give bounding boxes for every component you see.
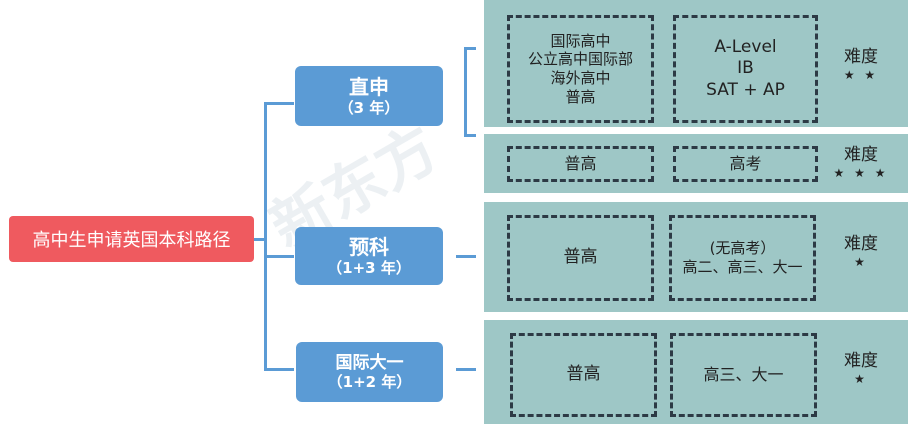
exam-line: 高二、高三、大一	[682, 258, 803, 276]
exam-box: 高三、大一	[670, 333, 817, 417]
exam-line: A-Level	[714, 37, 777, 58]
difficulty-stars: ★ ★ ★	[833, 166, 889, 181]
exam-box: 高考	[673, 146, 818, 182]
bracket-direct-top	[464, 47, 476, 50]
route-foundation-years: （1+3 年）	[327, 259, 411, 277]
school-box: 普高	[507, 146, 654, 182]
connector-root	[254, 238, 266, 241]
bracket-direct-bottom	[464, 134, 476, 137]
exam-line: SAT + AP	[706, 79, 785, 100]
bracket-direct-vertical	[464, 47, 467, 137]
route-intl-title: 国际大一	[335, 352, 404, 373]
difficulty-label: 难度	[844, 234, 878, 254]
school-line: 国际高中	[550, 31, 611, 50]
exam-box: (无高考） 高二、高三、大一	[669, 215, 816, 301]
bracket-top-tick	[264, 102, 294, 105]
difficulty-label: 难度	[844, 145, 878, 165]
route-direct-title: 直申	[349, 75, 389, 99]
difficulty: 难度 ★	[832, 233, 890, 271]
bracket-mid-tick	[264, 255, 294, 258]
route-foundation-title: 预科	[349, 235, 389, 259]
route-foundation: 预科 （1+3 年）	[295, 227, 443, 285]
exam-line: 高考	[729, 154, 762, 173]
school-box: 国际高中 公立高中国际部 海外高中 普高	[507, 15, 654, 123]
school-line: 普高	[565, 87, 596, 106]
difficulty-stars: ★	[854, 255, 868, 270]
root-node: 高中生申请英国本科路径	[9, 216, 254, 262]
panel-direct	[484, 0, 908, 193]
connector-foundation	[456, 255, 476, 258]
difficulty: 难度 ★ ★ ★	[832, 144, 890, 182]
school-line: 普高	[566, 364, 601, 385]
route-direct: 直申 （3 年）	[295, 66, 443, 126]
exam-box: A-Level IB SAT + AP	[673, 15, 818, 123]
route-international-year-one: 国际大一 （1+2 年）	[296, 342, 443, 402]
bracket-vertical	[264, 102, 267, 370]
bracket-bottom-tick	[264, 368, 294, 371]
school-line: 普高	[563, 247, 598, 268]
school-box: 普高	[510, 333, 657, 417]
difficulty-stars: ★ ★	[843, 68, 879, 83]
difficulty-label: 难度	[844, 351, 878, 371]
connector-intl	[456, 368, 476, 371]
exam-line: 高三、大一	[703, 365, 784, 384]
route-intl-years: （1+2 年）	[327, 373, 412, 392]
panel-gap	[484, 127, 908, 134]
school-line: 海外高中	[550, 69, 611, 87]
difficulty-stars: ★	[854, 372, 868, 387]
panel-intl	[484, 320, 908, 424]
difficulty-label: 难度	[844, 47, 878, 67]
school-line: 公立高中国际部	[527, 50, 633, 69]
difficulty: 难度 ★	[832, 350, 890, 388]
school-box: 普高	[507, 215, 654, 301]
route-direct-years: （3 年）	[338, 99, 400, 117]
exam-line: (无高考）	[709, 239, 776, 258]
panel-foundation	[484, 202, 908, 312]
exam-line: IB	[737, 58, 754, 79]
difficulty: 难度 ★ ★	[832, 46, 890, 84]
school-line: 普高	[564, 154, 597, 173]
